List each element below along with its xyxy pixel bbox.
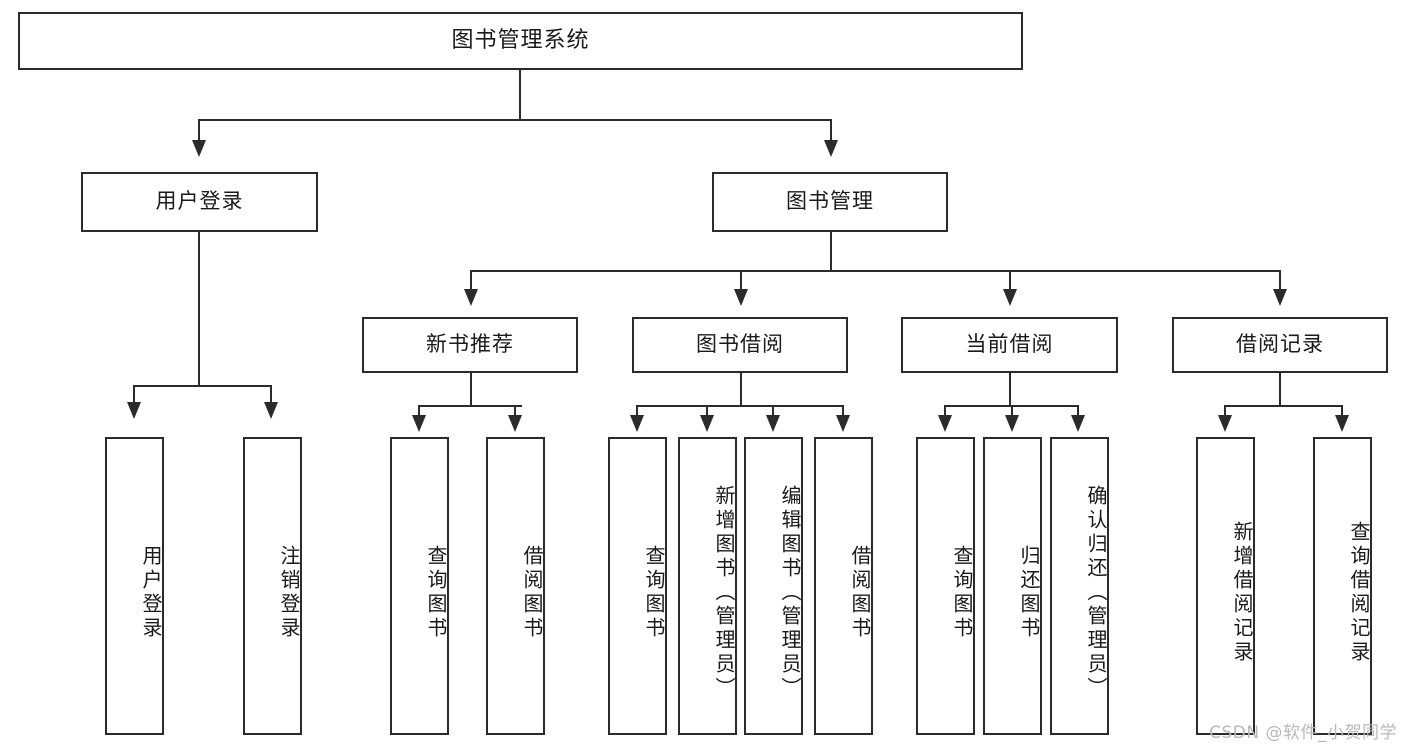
node-label: 借阅图书 bbox=[520, 545, 544, 641]
connector-drop-leaf-query-book-2 bbox=[636, 405, 638, 417]
node-label: 注销登录 bbox=[277, 545, 301, 641]
connector-drop-leaf-edit-book bbox=[772, 405, 774, 417]
connector-book-manage-stem bbox=[830, 232, 832, 271]
connector-drop-leaf-confirm-return bbox=[1077, 405, 1079, 417]
node-leaf-return-book[interactable]: 归还图书 bbox=[983, 437, 1042, 735]
connector-new-book-recommend-bus bbox=[418, 405, 522, 407]
connector-drop-leaf-borrow-book-1 bbox=[514, 405, 516, 417]
node-leaf-confirm-return[interactable]: 确认归还（管理员） bbox=[1050, 437, 1109, 735]
connector-drop-user-login bbox=[198, 119, 200, 143]
node-leaf-add-record[interactable]: 新增借阅记录 bbox=[1196, 437, 1255, 735]
arrowhead-borrow-record bbox=[1273, 289, 1287, 306]
connector-drop-new-book-recommend bbox=[470, 270, 472, 292]
connector-book-borrow-stem bbox=[740, 373, 742, 406]
connector-drop-book-manage bbox=[830, 119, 832, 143]
node-root-book-management-system[interactable]: 图书管理系统 bbox=[18, 12, 1023, 70]
arrowhead-leaf-add-book bbox=[700, 415, 714, 432]
arrowhead-leaf-return-book bbox=[1005, 415, 1019, 432]
node-leaf-add-book[interactable]: 新增图书（管理员） bbox=[678, 437, 737, 735]
node-new-book-recommend[interactable]: 新书推荐 bbox=[362, 317, 578, 373]
arrowhead-leaf-confirm-return bbox=[1071, 415, 1085, 432]
connector-current-borrow-stem bbox=[1009, 373, 1011, 406]
node-label: 用户登录 bbox=[155, 189, 244, 214]
node-label: 查询图书 bbox=[424, 545, 448, 641]
connector-drop-leaf-query-record bbox=[1341, 405, 1343, 417]
arrowhead-current-borrow bbox=[1003, 289, 1017, 306]
connector-drop-leaf-user-login bbox=[133, 385, 135, 405]
node-borrow-record[interactable]: 借阅记录 bbox=[1172, 317, 1388, 373]
node-label: 图书管理系统 bbox=[451, 27, 590, 53]
arrowhead-leaf-borrow-book-2 bbox=[836, 415, 850, 432]
connector-root-stem bbox=[519, 70, 521, 120]
connector-drop-leaf-borrow-book-2 bbox=[842, 405, 844, 417]
node-leaf-logout[interactable]: 注销登录 bbox=[243, 437, 302, 735]
arrowhead-new-book-recommend bbox=[464, 289, 478, 306]
connector-drop-leaf-add-book bbox=[706, 405, 708, 417]
node-label: 当前借阅 bbox=[965, 332, 1054, 357]
node-leaf-borrow-book-2[interactable]: 借阅图书 bbox=[814, 437, 873, 735]
connector-book-borrow-bus bbox=[636, 405, 844, 407]
connector-drop-book-borrow bbox=[740, 270, 742, 292]
arrowhead-leaf-edit-book bbox=[766, 415, 780, 432]
arrowhead-leaf-user-login bbox=[127, 402, 141, 419]
node-label: 确认归还（管理员） bbox=[1084, 485, 1108, 701]
connector-user-login-bus bbox=[133, 385, 270, 387]
node-label: 用户登录 bbox=[139, 545, 163, 641]
node-user-login[interactable]: 用户登录 bbox=[81, 172, 318, 232]
node-label: 借阅图书 bbox=[848, 545, 872, 641]
connector-new-book-recommend-stem bbox=[470, 373, 472, 406]
node-leaf-query-book-3[interactable]: 查询图书 bbox=[916, 437, 975, 735]
arrowhead-user-login bbox=[192, 140, 206, 157]
node-label: 归还图书 bbox=[1017, 545, 1041, 641]
connector-drop-leaf-add-record bbox=[1224, 405, 1226, 417]
node-label: 借阅记录 bbox=[1236, 332, 1324, 357]
node-label: 查询图书 bbox=[950, 545, 974, 641]
arrowhead-leaf-borrow-book-1 bbox=[508, 415, 522, 432]
connector-drop-current-borrow bbox=[1009, 270, 1011, 292]
connector-drop-leaf-query-book-3 bbox=[944, 405, 946, 417]
node-label: 查询图书 bbox=[642, 545, 666, 641]
arrowhead-leaf-query-book-3 bbox=[938, 415, 952, 432]
node-leaf-user-login[interactable]: 用户登录 bbox=[105, 437, 164, 735]
node-label: 新增图书（管理员） bbox=[712, 485, 736, 701]
arrowhead-leaf-query-record bbox=[1335, 415, 1349, 432]
arrowhead-book-borrow bbox=[734, 289, 748, 306]
connector-drop-leaf-query-book-1 bbox=[418, 405, 420, 417]
connector-drop-leaf-return-book bbox=[1011, 405, 1013, 417]
node-book-borrow[interactable]: 图书借阅 bbox=[632, 317, 848, 373]
node-leaf-query-book-1[interactable]: 查询图书 bbox=[390, 437, 449, 735]
arrowhead-leaf-query-book-2 bbox=[630, 415, 644, 432]
connector-level2-bus bbox=[198, 119, 832, 121]
connector-level3-bus bbox=[470, 270, 1280, 272]
node-label: 图书借阅 bbox=[696, 332, 784, 357]
node-label: 编辑图书（管理员） bbox=[778, 485, 802, 701]
arrowhead-leaf-logout bbox=[264, 402, 278, 419]
arrowhead-leaf-query-book-1 bbox=[412, 415, 426, 432]
node-leaf-query-record[interactable]: 查询借阅记录 bbox=[1313, 437, 1372, 735]
connector-drop-leaf-logout bbox=[270, 385, 272, 405]
node-leaf-edit-book[interactable]: 编辑图书（管理员） bbox=[744, 437, 803, 735]
node-label: 图书管理 bbox=[786, 189, 874, 214]
node-leaf-query-book-2[interactable]: 查询图书 bbox=[608, 437, 667, 735]
node-leaf-borrow-book-1[interactable]: 借阅图书 bbox=[486, 437, 545, 735]
node-label: 新增借阅记录 bbox=[1230, 521, 1254, 665]
connector-borrow-record-bus bbox=[1224, 405, 1342, 407]
node-book-manage[interactable]: 图书管理 bbox=[712, 172, 948, 232]
connector-borrow-record-stem bbox=[1279, 373, 1281, 406]
arrowhead-leaf-add-record bbox=[1218, 415, 1232, 432]
connector-user-login-stem bbox=[198, 232, 200, 386]
arrowhead-book-manage bbox=[824, 140, 838, 157]
connector-drop-borrow-record bbox=[1279, 270, 1281, 292]
node-label: 查询借阅记录 bbox=[1347, 521, 1371, 665]
node-current-borrow[interactable]: 当前借阅 bbox=[901, 317, 1118, 373]
node-label: 新书推荐 bbox=[426, 332, 514, 357]
